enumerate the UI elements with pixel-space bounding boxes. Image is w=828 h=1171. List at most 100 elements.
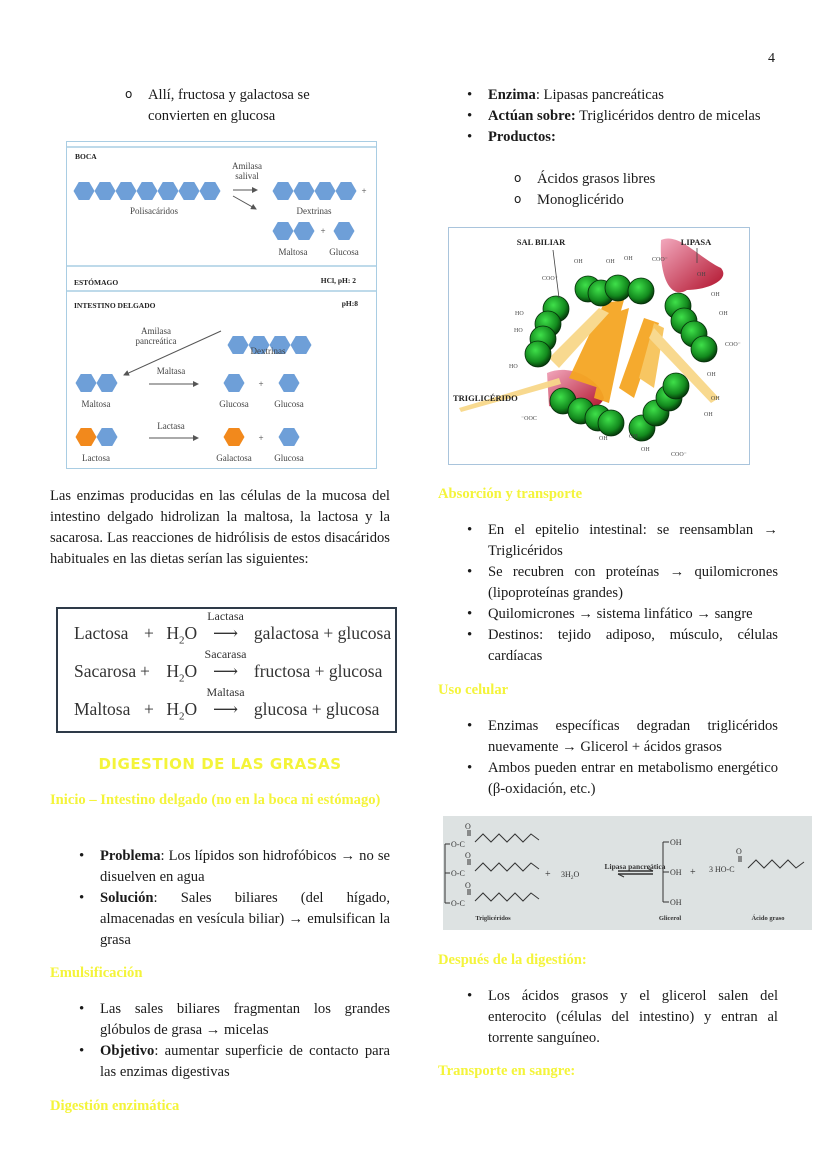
plus-sign: + [361,186,366,196]
label-amilasa-salival: Amilasa [232,161,262,171]
plus-sign: + [258,379,263,389]
enzima-bullet-list: Enzima: Lipasas pancreáticasActúan sobre… [467,85,778,148]
enzyme-label: Maltasa [206,685,245,699]
label-glucosa: Glucosa [329,247,359,257]
products: glucosa + glucosa [253,699,380,719]
monosaccharide-hexagon [157,182,179,200]
bullet-text: : Los lípidos son hidrofóbicos → no se d… [100,848,390,885]
chemical-group-label: OH [599,436,608,442]
monosaccharide-hexagon [278,374,300,392]
label-galactosa: Galactosa [216,453,251,463]
hydroxyl: OH [670,838,682,847]
hydrolysis-equation: Maltosa+ H2O Maltasa⟶ glucosa + glucosa [74,686,380,728]
chemical-group-label: HO [509,364,518,370]
chemical-group-label: OH [704,412,713,418]
producto-item: Monoglicérido [514,189,777,211]
chemical-group-label: HO [515,311,524,317]
bullet-item: En el epitelio intestinal: se reensambla… [467,520,778,562]
bullet-item: Las sales biliares fragmentan los grande… [79,999,390,1041]
bullet-item: Enzima: Lipasas pancreáticas [467,85,778,106]
monosaccharide-hexagon [199,182,221,200]
label-lipasa-pancreatica: Lipasa pancreática [605,862,666,871]
carbonyl-o: O [465,851,471,860]
despues-bullet-list: Los ácidos grasos y el glicerol salen de… [467,986,778,1049]
water: H2O [166,623,198,647]
bile-salt-sphere [524,340,552,368]
label-intestino-delgado: INTESTINO DELGADO [74,301,156,310]
productos-list: Ácidos grasos libres Monoglicérido [514,168,777,211]
chemical-group-label: OH [641,447,650,453]
ester-group: O-C [451,869,465,878]
bullet-text: Triglicéridos dentro de micelas [575,108,761,124]
bullet-item: Productos: [467,127,778,148]
label-trigliceridos: Triglicéridos [475,915,511,922]
heading-transporte-sangre: Transporte en sangre: [438,1063,576,1079]
label-intestino-ph: pH:8 [342,299,359,308]
producto-item: Ácidos grasos libres [514,168,777,190]
monosaccharide-hexagon [293,222,315,240]
sub-bullet-list: Allí, fructosa y galactosa se convierten… [125,84,338,127]
heading-inicio: Inicio – Intestino delgado (no en la boc… [50,792,381,808]
label-lactosa: Lactosa [82,453,110,463]
bullet-text: : Sales biliares (del hígado, almacenada… [100,890,390,948]
monosaccharide-hexagon [73,182,95,200]
heading-uso-celular: Uso celular [438,682,509,698]
monosaccharide-hexagon [136,182,158,200]
bullet-item: Ambos pueden entrar en metabolismo energ… [467,758,778,800]
uso-bullet-list: Enzimas específicas degradan triglicérid… [467,716,778,800]
chemical-group-label: OH [606,259,615,265]
heading-digestion-enzimatica: Digestión enzimática [50,1098,180,1114]
monosaccharide-hexagon [75,428,97,446]
monosaccharide-hexagon [96,428,118,446]
label-glucosa: Glucosa [274,399,304,409]
chemical-group-label: HO [514,328,523,334]
heading-absorcion: Absorción y transporte [438,486,583,502]
chemical-group-label: OH [711,396,720,402]
chemical-group-label: OH [697,272,706,278]
plus-sign: + [320,226,325,236]
label-sal-biliar: SAL BILIAR [517,237,566,247]
chemical-group-label: OH [707,372,716,378]
monosaccharide-hexagon [115,182,137,200]
label-polisacaridos: Polisacáridos [130,206,178,216]
bullet-bold-label: Problema [100,848,161,864]
monosaccharide-hexagon [269,336,291,354]
products: fructosa + glucosa [253,661,383,681]
bullet-text: : aumentar superficie de contacto para l… [100,1043,390,1080]
hydroxyl: OH [670,868,682,877]
lipase-shape [660,238,724,293]
plus-sign: + [690,867,696,878]
bullet-item: Problema: Los lípidos son hidrofóbicos →… [79,846,390,888]
inicio-bullet-list: Problema: Los lípidos son hidrofóbicos →… [79,846,390,951]
plus-sign: + [144,623,154,643]
page-number: 4 [768,51,775,66]
monosaccharide-hexagon [290,336,312,354]
bullet-text: : Lipasas pancreáticas [535,87,664,103]
bile-salt-sphere [604,274,632,302]
label-dextrinas: Dextrinas [297,206,332,216]
label-dextrinas: Dextrinas [251,346,286,356]
chemical-group-label: OH [719,311,728,317]
chemical-group-label: OH [629,434,638,440]
label-boca: BOCA [75,152,97,161]
monosaccharide-hexagon [335,182,357,200]
hydrolysis-paragraph: Las enzimas producidas en las células de… [50,488,390,567]
water: 3H2O [561,870,580,881]
label-maltosa: Maltosa [82,399,111,409]
absorcion-bullet-list: En el epitelio intestinal: se reensambla… [467,520,778,667]
hydroxyl: OH [670,898,682,907]
reactant: Maltosa [74,699,131,719]
bullet-bold-label: Enzima [488,87,536,103]
chemical-group-label: COO⁻ [671,452,687,458]
reaction-arrow: Lactasa⟶ [202,610,250,644]
bile-salt-sphere [627,277,655,305]
label-glucosa: Glucosa [219,399,249,409]
emulsificacion-bullet-list: Las sales biliares fragmentan los grande… [79,999,390,1083]
triglyceride-chains [459,300,719,412]
bullet-item: Solución: Sales biliares (del hígado, al… [79,888,390,951]
plus-sign: + [545,869,551,880]
monosaccharide-hexagon [223,374,245,392]
ester-group: O-C [451,899,465,908]
section-heading-digestion-grasas: DIGESTION DE LAS GRASAS [98,755,342,773]
hydrolysis-equations-box: Lactosa+ H2O Lactasa⟶ galactosa + glucos… [56,607,397,733]
